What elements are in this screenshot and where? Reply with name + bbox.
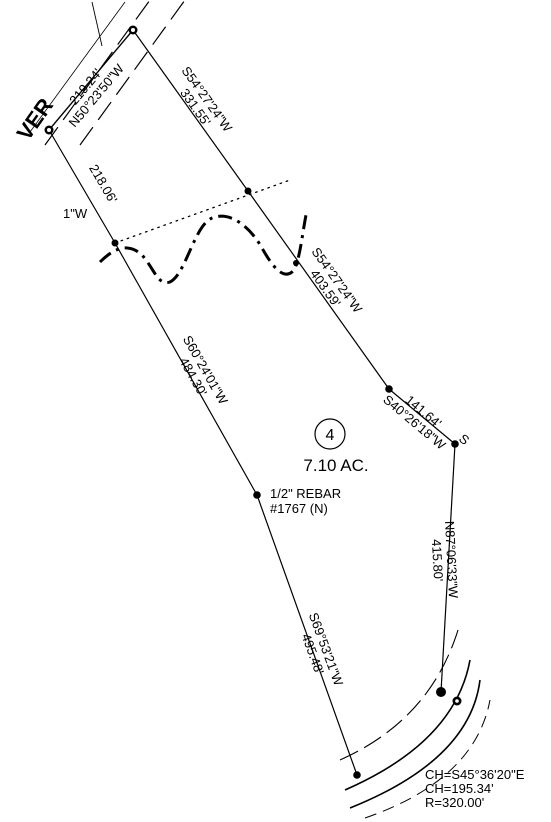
boundary-short	[388, 388, 456, 445]
monument-label-line1: 1/2" REBAR	[270, 486, 341, 501]
curve-chord-length: CH=195.34'	[425, 781, 494, 796]
parcel-number: 4	[326, 427, 335, 444]
call-right-lower-bearing: N87°06'33"W	[442, 521, 461, 600]
boundary-top-right	[132, 29, 249, 192]
curve-chord-bearing: CH=S45°36'20"E	[425, 767, 525, 782]
curve-radius: R=320.00'	[425, 795, 484, 810]
boundary-right-lower	[440, 443, 456, 693]
dotted-line	[114, 179, 291, 244]
parcel-area: 7.10 AC.	[303, 456, 368, 475]
call-short-trailing: S	[456, 431, 473, 448]
point-west	[111, 239, 119, 247]
boundary-right-mid	[247, 190, 390, 390]
point-east-1	[385, 385, 393, 393]
boundary-left-upper	[48, 129, 116, 244]
road-arc-2	[344, 659, 471, 791]
road-arc-1	[339, 629, 459, 761]
boundary-top-left	[48, 29, 134, 131]
boundary-left-mid	[114, 242, 258, 496]
boundary-left-lower	[256, 494, 358, 776]
creek-line	[98, 214, 308, 285]
call-right-lower-distance: 415.80'	[429, 539, 446, 582]
road-arc-3	[349, 679, 481, 809]
call-left-upper-distance: 218.06'	[86, 162, 120, 206]
monument-label-line2: #1767 (N)	[270, 501, 328, 516]
point-creek	[293, 260, 299, 266]
point-angle	[244, 187, 252, 195]
point-east-2	[451, 440, 459, 448]
road-arc-4	[364, 699, 491, 819]
point-curve-start	[436, 687, 446, 697]
call-left-upper-bearing: 1"W	[63, 206, 88, 221]
point-rebar	[253, 491, 261, 499]
point-curve-end	[353, 771, 361, 779]
tie-line	[91, 1, 103, 47]
road-line-center	[29, 1, 126, 133]
parcel-number-circle	[314, 418, 346, 450]
